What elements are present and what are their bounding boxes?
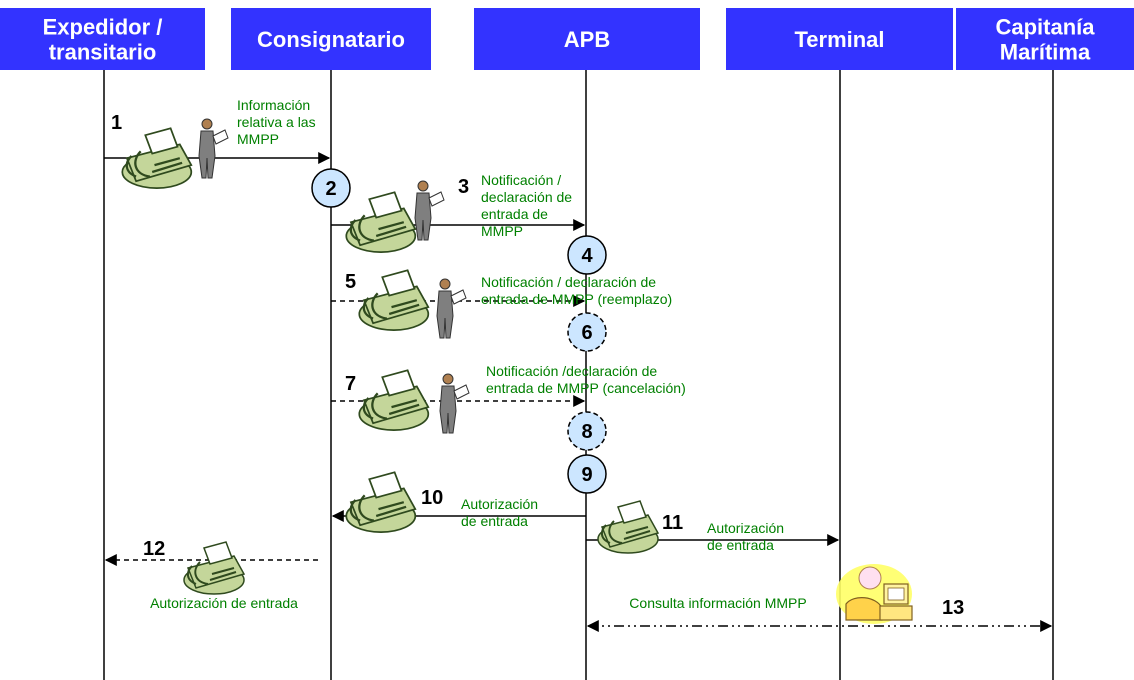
step-12-label: Autorización de entrada: [150, 595, 298, 611]
fax-icon: [183, 541, 245, 595]
actor-header-box: [0, 8, 205, 70]
actor-name: Consignatario: [257, 27, 405, 52]
step-number: 3: [458, 176, 469, 198]
actor-name: Terminal: [794, 27, 884, 52]
actor-header-box: [231, 8, 431, 70]
message-label: Autorización de entrada: [150, 595, 298, 611]
message-label: Notificación / declaración de: [481, 274, 656, 290]
step-number: 2: [325, 178, 336, 200]
message-label: Información: [237, 97, 310, 113]
message-label: Notificación /: [481, 172, 561, 188]
fax-icon: [121, 127, 193, 190]
actor-header-box: [474, 8, 700, 70]
message-label: MMPP: [237, 131, 279, 147]
fax-icon: [358, 269, 430, 332]
person-icon: [436, 278, 467, 339]
step-number: 9: [581, 464, 592, 486]
icons: 2 4 6 8 9: [121, 118, 913, 624]
person-icon: [439, 373, 470, 434]
step-8-circle: 8: [567, 411, 607, 451]
step-number: 7: [345, 373, 356, 395]
fax-icon: [345, 471, 417, 534]
step-number: 8: [581, 421, 592, 443]
actor-name: Capitanía: [995, 15, 1095, 40]
actor-name: Expedidor /: [43, 15, 163, 40]
actor-consignatario: Consignatario: [231, 8, 431, 70]
message-label: MMPP: [481, 223, 523, 239]
message-label: Autorización: [461, 496, 538, 512]
message-label: entrada de: [481, 206, 548, 222]
step-number: 6: [581, 322, 592, 344]
actor-terminal: Terminal: [726, 8, 953, 70]
message-label: entrada de MMPP (reemplazo): [481, 291, 672, 307]
actor-expedidor: Expedidor /transitario: [0, 8, 205, 70]
actor-header-box: [956, 8, 1134, 70]
message-label: Autorización: [707, 520, 784, 536]
message-label: de entrada: [707, 537, 774, 553]
computer-user-icon: [836, 564, 913, 624]
step-4-circle: 4: [567, 235, 607, 275]
actor-name: Marítima: [1000, 40, 1091, 65]
message-label: declaración de: [481, 189, 572, 205]
fax-icon: [345, 191, 417, 254]
actor-header-box: [726, 8, 953, 70]
message-label: Consulta información MMPP: [629, 595, 806, 611]
fax-icon: [597, 500, 659, 554]
step-number: 4: [581, 245, 593, 267]
message-label: de entrada: [461, 513, 528, 529]
person-icon: [198, 118, 229, 179]
step-6-circle: 6: [567, 312, 607, 352]
step-number: 10: [421, 487, 443, 509]
step-9-circle: 9: [567, 454, 607, 494]
actor-name: APB: [564, 27, 610, 52]
step-13-label: Consulta información MMPP: [629, 595, 806, 611]
step-number: 12: [143, 538, 165, 560]
actor-name: transitario: [49, 40, 157, 65]
step-number: 11: [662, 512, 683, 534]
fax-icon: [358, 369, 430, 432]
actor-apb: APB: [474, 8, 700, 70]
step-number: 13: [942, 597, 964, 619]
actor-headers: Expedidor /transitario Consignatario APB Te…: [0, 8, 1134, 70]
message-label: relativa a las: [237, 114, 316, 130]
message-label: Notificación /declaración de: [486, 363, 657, 379]
step-number: 5: [345, 271, 356, 293]
person-icon: [414, 180, 445, 241]
step-number: 1: [111, 112, 122, 134]
message-label: entrada de MMPP (cancelación): [486, 380, 686, 396]
step-2-circle: 2: [311, 168, 351, 208]
